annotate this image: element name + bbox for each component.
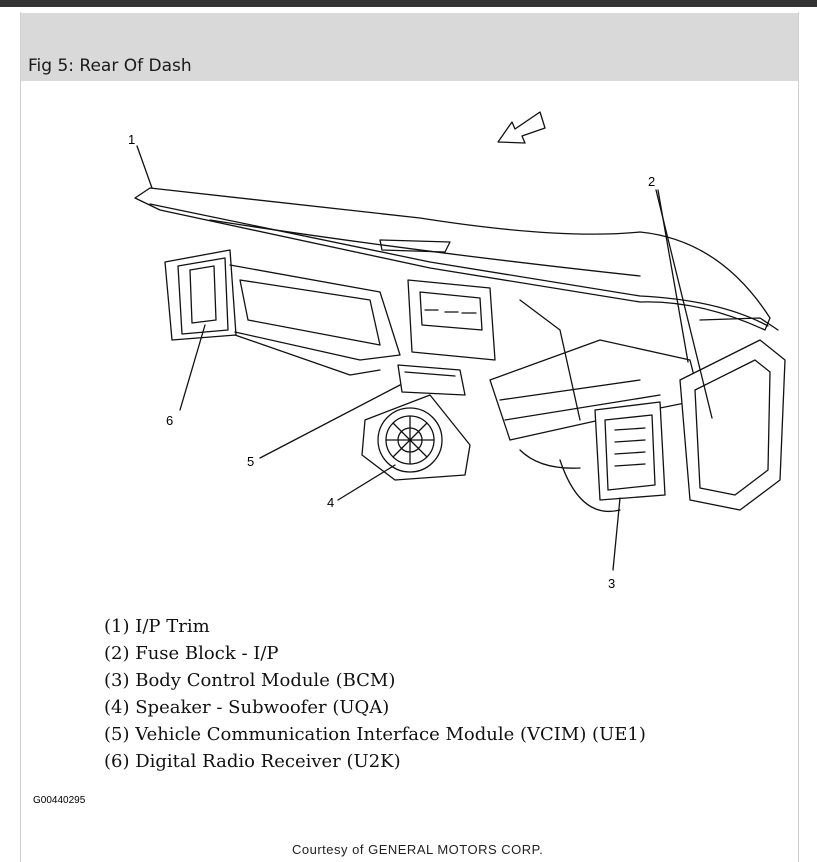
window-top-bar bbox=[0, 0, 817, 7]
courtesy-credit: Courtesy of GENERAL MOTORS CORP. bbox=[292, 842, 544, 857]
callout-6: 6 bbox=[166, 413, 174, 428]
callout-5: 5 bbox=[247, 454, 255, 469]
figure-title: Fig 5: Rear Of Dash bbox=[28, 56, 192, 76]
legend-item: (1) I/P Trim bbox=[104, 616, 210, 637]
callout-1: 1 bbox=[128, 132, 136, 147]
legend-item: (4) Speaker - Subwoofer (UQA) bbox=[104, 697, 390, 718]
callout-2: 2 bbox=[648, 174, 656, 189]
legend-item: (2) Fuse Block - I/P bbox=[104, 643, 279, 664]
legend-item: (5) Vehicle Communication Interface Modu… bbox=[104, 724, 646, 745]
legend-item: (6) Digital Radio Receiver (U2K) bbox=[104, 751, 401, 772]
figure-header-bar bbox=[21, 13, 798, 81]
callout-3: 3 bbox=[608, 576, 616, 591]
direction-arrow-icon bbox=[497, 111, 546, 144]
legend-item: (3) Body Control Module (BCM) bbox=[104, 670, 396, 691]
dash-illustration bbox=[134, 111, 786, 571]
callout-4: 4 bbox=[327, 495, 335, 510]
figure-code: G00440295 bbox=[33, 795, 86, 806]
component-legend: (1) I/P Trim (2) Fuse Block - I/P (3) Bo… bbox=[104, 613, 646, 775]
